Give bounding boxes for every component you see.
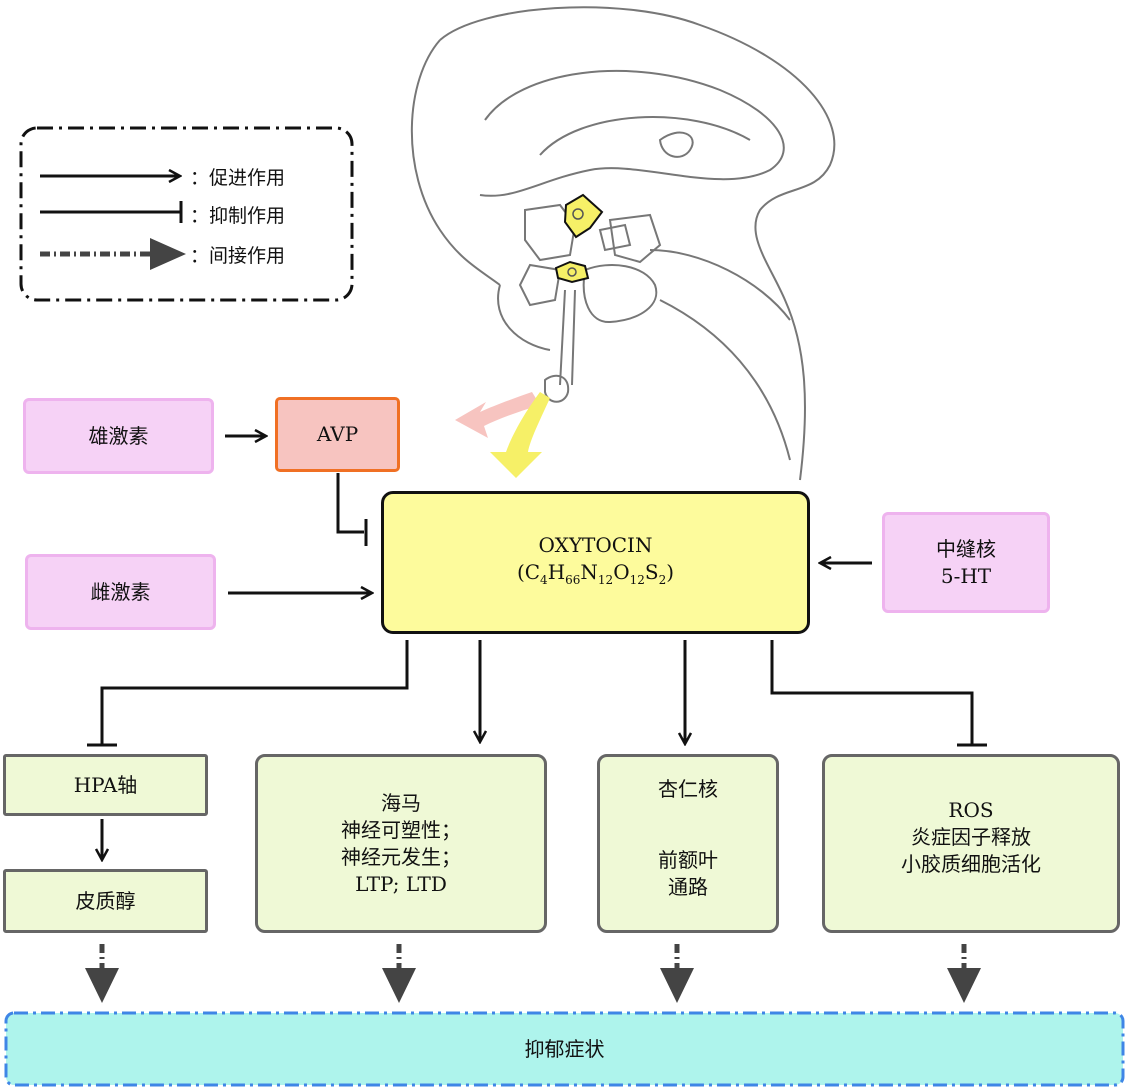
oxytocin-inhibits-hpa [100, 640, 409, 744]
pathway-label: 通路 [668, 875, 708, 899]
legend-indirect-arrowhead [150, 238, 186, 270]
androgen-label: 雄激素 [88, 423, 149, 448]
legend-inhibit-label: ：抑制作用 [190, 205, 286, 227]
oxytocin-box: OXYTOCIN (C4H66N12O12S2) [381, 491, 810, 634]
avp-release-arrow [455, 392, 540, 438]
serotonin-label: 5-HT [940, 563, 992, 588]
hypothalamic-nuclei [554, 193, 604, 284]
ros-label: ROS [948, 798, 994, 822]
cortisol-label: 皮质醇 [75, 888, 136, 913]
brain-illustration [410, 6, 836, 481]
estrogen-box: 雌激素 [25, 554, 216, 630]
indirect-arrows [85, 944, 981, 1003]
androgen-box: 雄激素 [23, 398, 214, 474]
avp-inhibits-oxytocin [336, 473, 364, 534]
microglia-label: 小胶质细胞活化 [901, 852, 1041, 876]
paraventricular-nucleus [563, 193, 604, 239]
legend-frame [19, 126, 354, 302]
amygdala-label: 杏仁核 [658, 777, 718, 801]
hippocampus-indirect-arrow [382, 944, 416, 1003]
prefrontal-label: 前额叶 [658, 848, 718, 872]
hpa-axis-box: HPA轴 [3, 754, 208, 816]
amygdala-indirect-arrow [660, 944, 694, 1003]
ltp-ltd-label: LTP; LTD [355, 871, 447, 896]
ros-box: ROS 炎症因子释放 小胶质细胞活化 [822, 754, 1120, 933]
amygdala-box: 杏仁核 前额叶 通路 [597, 754, 779, 933]
hippocampus-label: 海马 [381, 790, 421, 815]
hpa-indirect-arrow [85, 944, 119, 1003]
oxytocin-release-arrow [490, 392, 550, 478]
cortisol-box: 皮质醇 [3, 869, 208, 933]
legend-indirect-label: ：间接作用 [190, 245, 286, 267]
depression-box-frame [4, 1011, 1125, 1087]
neurogenesis-label: 神经元发生； [341, 844, 461, 869]
neuroplasticity-label: 神经可塑性； [341, 817, 461, 842]
supraoptic-nucleus [554, 260, 590, 284]
oxytocin-inhibits-ros [770, 640, 974, 744]
avp-box: AVP [275, 397, 400, 472]
depression-label: 抑郁症状 [524, 1036, 605, 1061]
estrogen-label: 雌激素 [90, 579, 151, 604]
hpa-axis-label: HPA轴 [73, 772, 138, 797]
oxytocin-label: OXYTOCIN [538, 532, 653, 557]
raphe-box: 中缝核 5-HT [882, 512, 1050, 613]
raphe-label: 中缝核 [936, 536, 996, 561]
avp-label: AVP [316, 422, 359, 446]
inflammation-label: 炎症因子释放 [911, 825, 1031, 849]
oxytocin-formula: (C4H66N12O12S2) [516, 559, 675, 587]
hippocampus-box: 海马 神经可塑性； 神经元发生； LTP; LTD [255, 754, 547, 933]
legend-promote-label: ：促进作用 [190, 167, 286, 189]
depression-box: 抑郁症状 [6, 1013, 1123, 1085]
ros-indirect-arrow [947, 944, 981, 1003]
